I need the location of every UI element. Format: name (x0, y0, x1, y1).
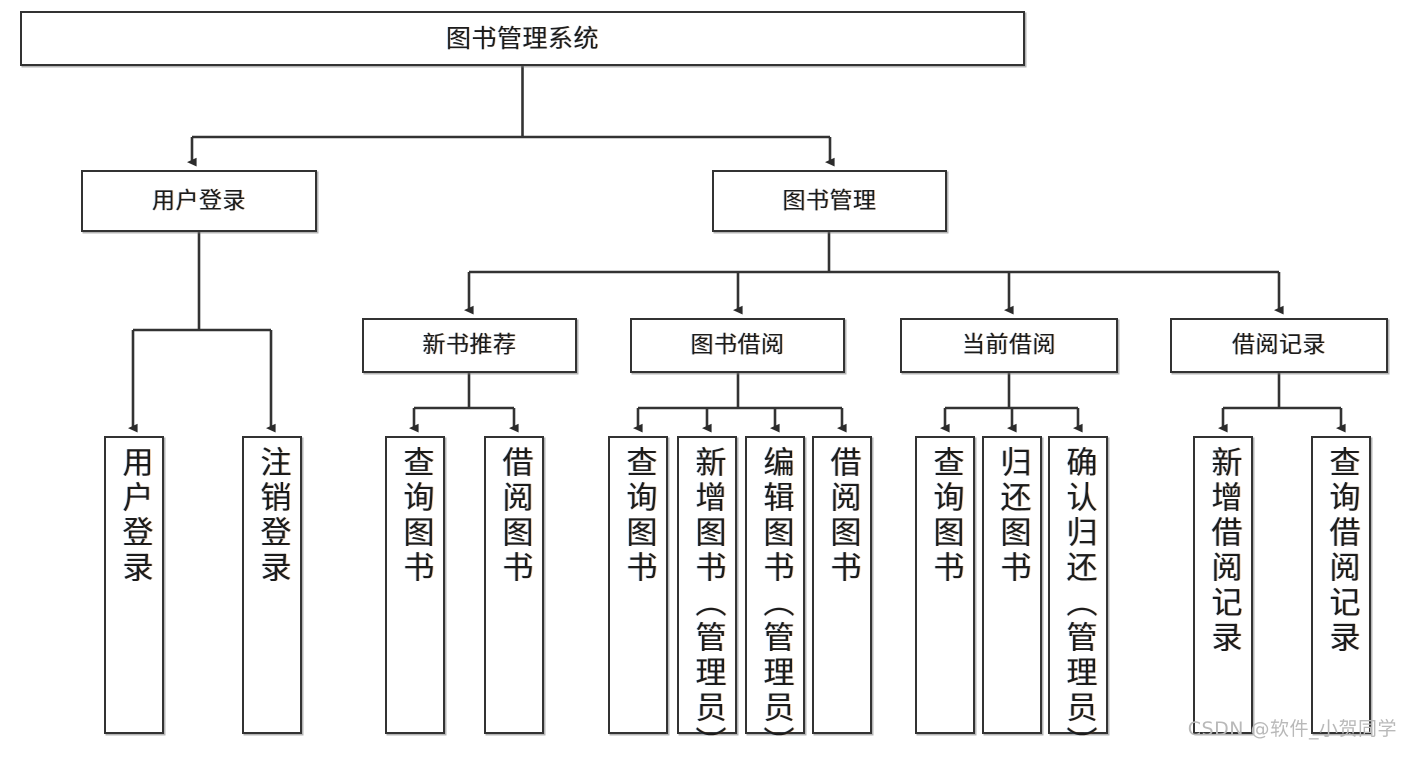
node-book-borrow[interactable]: 图书借阅 (630, 318, 845, 373)
node-label: 查询图书 (620, 446, 657, 586)
leaf-confirm-return-admin[interactable]: 确认归还（管理员） (1048, 436, 1108, 761)
node-label: 归还图书 (994, 446, 1031, 586)
node-label: 当前借阅 (962, 332, 1056, 359)
node-root-book-management-system[interactable]: 图书管理系统 (20, 11, 1025, 66)
node-label: 查询借阅记录 (1323, 446, 1360, 656)
node-label: 图书管理 (782, 187, 877, 214)
leaf-query-book-recommend[interactable]: 查询图书 (385, 436, 445, 734)
node-label: 用户登录 (152, 187, 246, 214)
node-label: 注销登录 (254, 446, 291, 586)
node-label: 图书借阅 (690, 332, 785, 359)
node-label: 借阅图书 (824, 446, 861, 586)
node-borrow-record[interactable]: 借阅记录 (1170, 318, 1388, 373)
node-label: 新增图书（管理员） (689, 446, 726, 761)
leaf-logout[interactable]: 注销登录 (242, 436, 302, 734)
leaf-query-book-current[interactable]: 查询图书 (915, 436, 975, 734)
leaf-add-borrow-record[interactable]: 新增借阅记录 (1193, 436, 1253, 734)
leaf-query-book-borrow[interactable]: 查询图书 (608, 436, 668, 734)
node-label: 用户登录 (116, 446, 153, 586)
node-label: 新书推荐 (422, 332, 517, 359)
node-user-login[interactable]: 用户登录 (81, 170, 317, 232)
node-label: 新增借阅记录 (1205, 446, 1242, 656)
node-label: 图书管理系统 (445, 24, 599, 53)
node-current-borrow[interactable]: 当前借阅 (900, 318, 1118, 373)
node-new-book-recommend[interactable]: 新书推荐 (362, 318, 577, 373)
node-book-management[interactable]: 图书管理 (712, 170, 947, 232)
node-label: 借阅图书 (496, 446, 533, 586)
node-label: 查询图书 (927, 446, 964, 586)
leaf-return-book[interactable]: 归还图书 (982, 436, 1042, 734)
leaf-borrow-book[interactable]: 借阅图书 (812, 436, 872, 734)
node-label: 编辑图书（管理员） (757, 446, 794, 761)
node-label: 确认归还（管理员） (1060, 446, 1097, 761)
leaf-borrow-book-recommend[interactable]: 借阅图书 (484, 436, 544, 734)
watermark: CSDN @软件_小贺同学 (1187, 718, 1397, 740)
node-label: 借阅记录 (1232, 332, 1326, 359)
node-label: 查询图书 (397, 446, 434, 586)
leaf-add-book-admin[interactable]: 新增图书（管理员） (677, 436, 737, 761)
leaf-edit-book-admin[interactable]: 编辑图书（管理员） (745, 436, 805, 761)
leaf-query-borrow-record[interactable]: 查询借阅记录 (1311, 436, 1371, 734)
leaf-user-login[interactable]: 用户登录 (104, 436, 164, 734)
